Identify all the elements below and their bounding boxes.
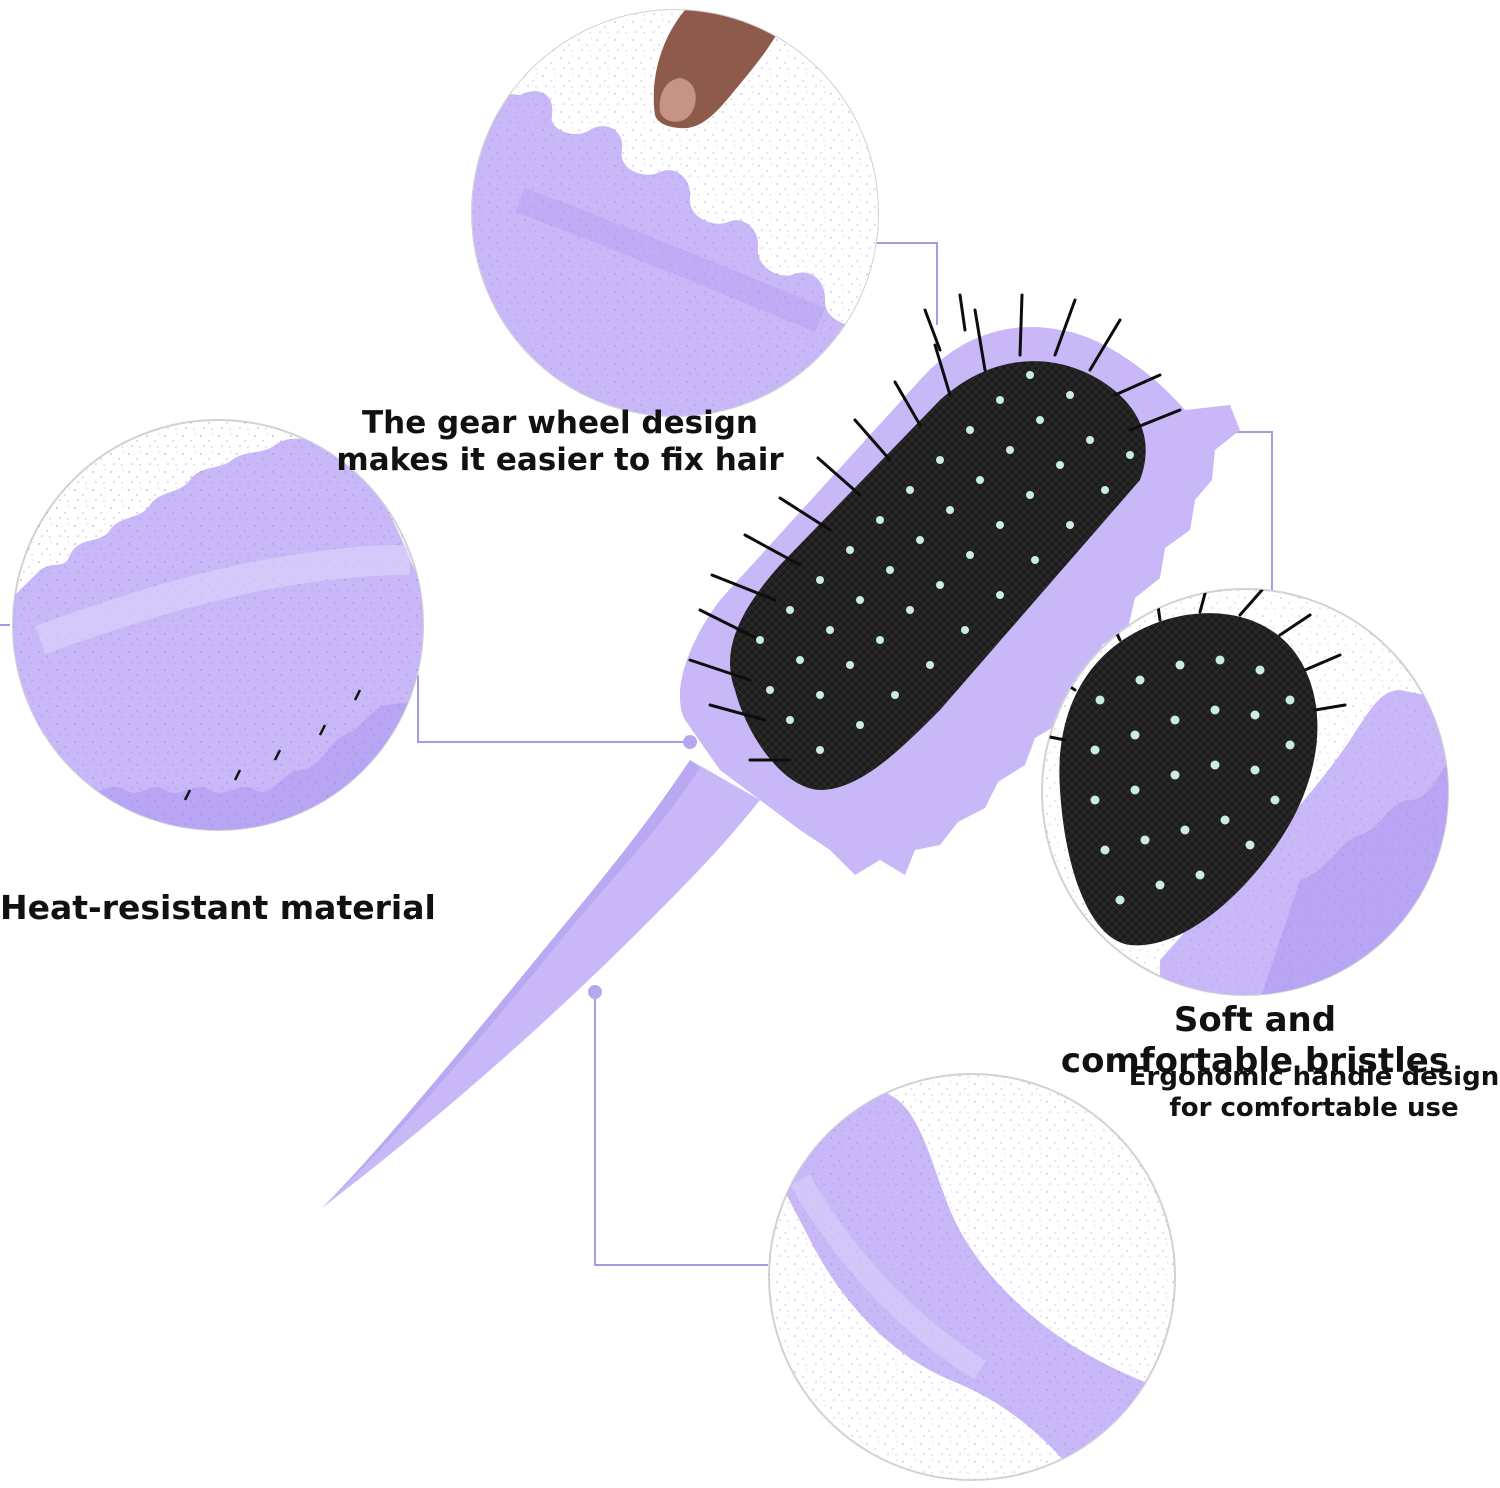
caption-ergo-line2: for comfortable use bbox=[1169, 1092, 1459, 1123]
caption-ergo-line1: Ergonomic handle design bbox=[1128, 1062, 1500, 1092]
caption-soft-line1: Soft and bbox=[1173, 1000, 1337, 1040]
brush-main bbox=[322, 293, 1240, 1208]
leader-line-ergo bbox=[594, 992, 768, 1266]
caption-soft-line2: comfortable bristles bbox=[1060, 1040, 1450, 1081]
brush-handle bbox=[322, 760, 760, 1208]
caption-heat-resistant: Heat-resistant material bbox=[0, 888, 436, 928]
caption-gear-line2: makes it easier to fix hair bbox=[336, 442, 784, 479]
leader-line-heat bbox=[417, 675, 690, 743]
brush-bristle-bed bbox=[730, 361, 1146, 790]
caption-gear-line1: The gear wheel design bbox=[362, 405, 758, 441]
leader-line-gear bbox=[877, 242, 938, 325]
bristle-closeup-bed bbox=[1059, 613, 1318, 946]
caption-gear-wheel: The gear wheel design makes it easier to… bbox=[330, 405, 790, 479]
brush-bristle-tips bbox=[756, 371, 1134, 754]
caption-ergonomic-handle: Ergonomic handle design for comfortable … bbox=[1118, 1062, 1500, 1123]
detail-circle-handle bbox=[768, 1073, 1176, 1481]
caption-soft-bristles: Soft and comfortable bristles bbox=[1055, 1000, 1455, 1082]
detail-circle-gear bbox=[471, 9, 879, 417]
caption-heat-line: Heat-resistant material bbox=[0, 888, 436, 927]
brush-bristles bbox=[688, 293, 1182, 762]
